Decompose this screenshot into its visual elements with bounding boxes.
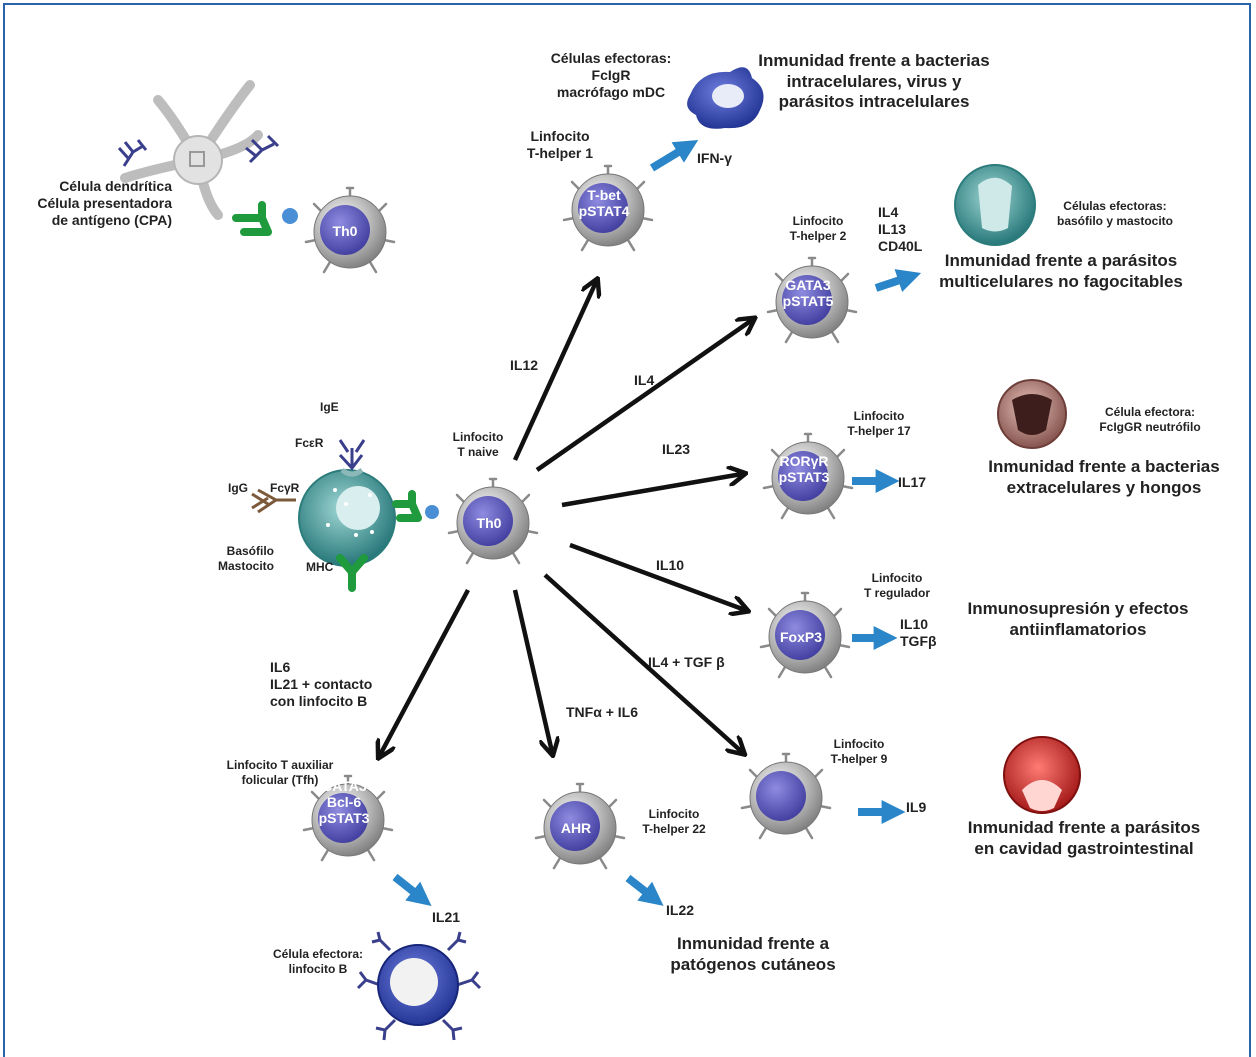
secretion-arrows (392, 140, 922, 906)
mast-cell (954, 164, 1036, 246)
tfh-inducer: IL6 IL21 + contacto con linfocito B (270, 659, 373, 710)
th9-immunity: Inmunidad frente a parásitos en cavidad … (967, 818, 1201, 858)
differentiation-arrows (380, 282, 752, 755)
th2-inducer: IL4 (634, 372, 655, 388)
th1-label: Linfocito T-helper 1 (526, 128, 594, 162)
th1-effector: Células efectoras: FcIgR macrófago mDC (550, 50, 672, 101)
igg-label: IgG (228, 481, 248, 495)
arrow-to-th9 (543, 573, 742, 752)
basophil-cell (251, 439, 439, 592)
arrow-to-th22 (512, 589, 552, 752)
th17-effector: Célula efectora: FcIgGR neutrófilo (1099, 405, 1201, 434)
arrow-to-th17 (561, 474, 742, 508)
th2-effector: Células efectoras: basófilo y mastocito (1056, 199, 1174, 228)
antigen-icon (282, 208, 298, 224)
th2-secretion-arrow (874, 269, 922, 292)
th9-inducer: IL4 + TGF β (648, 654, 725, 670)
th2-immunity: Inmunidad frente a parásitos multicelula… (939, 251, 1183, 291)
mhc-label: MHC (306, 560, 334, 574)
ige-label: IgE (320, 400, 339, 414)
fcer-label: FcεR (295, 436, 324, 450)
treg-cytokine: IL10 TGFβ (900, 616, 937, 650)
th9-label: Linfocito T-helper 9 (830, 737, 888, 766)
th1-inducer: IL12 (510, 357, 539, 373)
tfh-effector: Célula efectora: linfocito B (272, 947, 364, 976)
th1-immunity: Inmunidad frente a bacterias intracelula… (758, 51, 990, 112)
th1-cytokine: IFN-γ (697, 150, 732, 166)
th22-immunity: Inmunidad frente a patógenos cutáneos (670, 934, 836, 974)
cpa-th0-text: Th0 (333, 223, 358, 239)
arrow-to-tfh (380, 588, 470, 755)
macrophage-cell (687, 67, 764, 129)
naive-label: Linfocito T naive (452, 430, 504, 459)
eosinophil-cell (1003, 736, 1081, 814)
arrow-to-treg (569, 542, 745, 610)
naive-th0-text: Th0 (477, 515, 502, 531)
th17-inducer: IL23 (662, 441, 691, 457)
neutrophil-cell (997, 379, 1067, 449)
treg-cell-text: FoxP3 (780, 629, 822, 645)
igg-antibody-icon (251, 488, 296, 514)
ige-antibody-icon (338, 439, 366, 471)
mhc-receptor-icon (232, 201, 272, 236)
cpa-label: Célula dendrítica Célula presentadora de… (37, 178, 172, 229)
tfh-label: Linfocito T auxiliar folicular (Tfh) (226, 758, 334, 787)
th22-cell-text: AHR (561, 820, 591, 836)
th22-inducer: TNFα + IL6 (566, 704, 639, 720)
mhc-icon (336, 554, 368, 592)
tfh-secretion-arrow (392, 873, 432, 906)
th22-cytokine: IL22 (666, 902, 695, 918)
th2-label: Linfocito T-helper 2 (789, 214, 847, 243)
th22-label: Linfocito T-helper 22 (642, 807, 706, 836)
th17-cytokine: IL17 (898, 474, 927, 490)
th17-label: Linfocito T-helper 17 (847, 409, 911, 438)
tfh-cytokine: IL21 (432, 909, 461, 925)
arrow-to-th1 (512, 282, 596, 461)
b-cell (356, 931, 482, 1041)
th9-cytokine: IL9 (906, 799, 927, 815)
arrow-to-th2 (535, 320, 752, 472)
th2-cytokine: IL4 IL13 CD40L (878, 204, 923, 255)
treg-label: Linfocito T regulador (863, 571, 930, 600)
basophil-label: Basófilo Mastocito (217, 544, 274, 573)
th22-secretion-arrow (625, 874, 664, 906)
treg-inducer: IL10 (656, 557, 685, 573)
fcgr-label: FcγR (270, 481, 300, 495)
dendritic-cell (117, 80, 298, 236)
th1-secretion-arrow (649, 140, 699, 172)
figure-frame (3, 3, 1251, 1057)
treg-immunity: Inmunosupresión y efectos antiinflamator… (967, 599, 1189, 639)
th9-cell (740, 752, 832, 840)
th17-immunity: Inmunidad frente a bacterias extracelula… (988, 457, 1220, 497)
antibody-icon (117, 134, 280, 167)
